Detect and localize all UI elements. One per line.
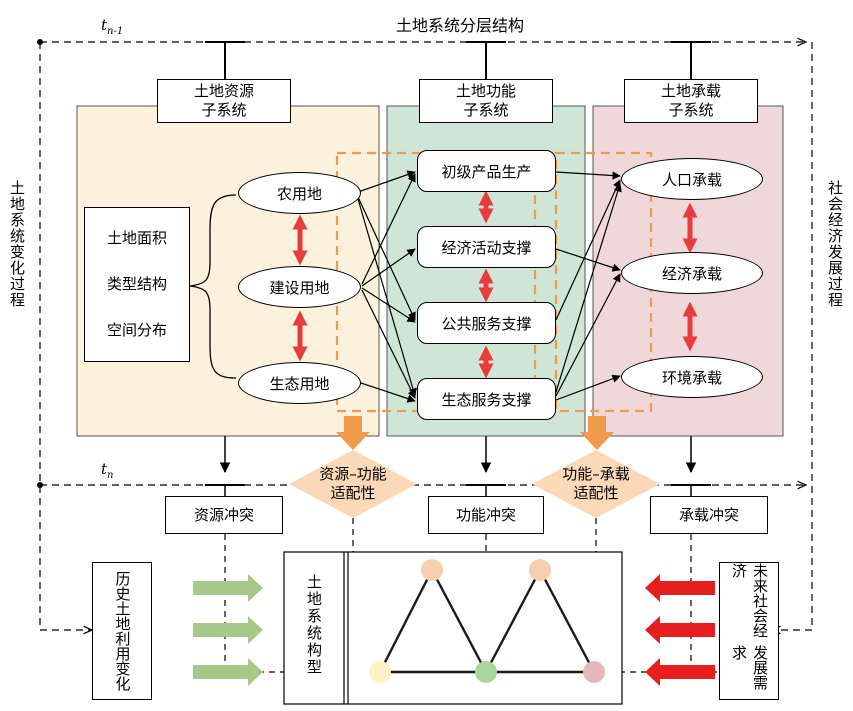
fc-adapt-line2: 适配性 bbox=[573, 484, 619, 502]
future-line1: 未来社会经济 bbox=[730, 563, 769, 638]
model-node-top-left bbox=[421, 559, 443, 581]
rf-orange-arrow bbox=[336, 416, 370, 450]
green-arrows bbox=[193, 574, 263, 686]
rf-adapt-line1: 资源–功能 bbox=[319, 465, 387, 483]
land-use-ecological: 生态用地 bbox=[238, 362, 361, 404]
model-label: 土地系统构型 bbox=[305, 574, 323, 676]
model-node-resource bbox=[369, 661, 391, 683]
time-label-curr: tn bbox=[101, 460, 113, 485]
time-label-prev-main: t bbox=[101, 16, 108, 34]
function-title-line2: 子系统 bbox=[463, 101, 509, 119]
fc-orange-arrow bbox=[580, 416, 614, 450]
land-use-agricultural: 农用地 bbox=[238, 172, 361, 214]
fc-adapt-frame bbox=[554, 151, 653, 413]
land-to-function-arrows bbox=[357, 170, 417, 403]
function-ecological-service: 生态服务支撑 bbox=[417, 378, 556, 420]
right-process-label: 社会经济发展过程 bbox=[826, 180, 844, 308]
function-primary-production: 初级产品生产 bbox=[417, 150, 556, 192]
diagram-title: 土地系统分层结构 bbox=[395, 16, 524, 35]
land-use-construction: 建设用地 bbox=[238, 266, 361, 308]
history-line2: 变化 bbox=[113, 661, 132, 691]
subsystem-connectors bbox=[205, 41, 711, 79]
fc-adapt-label: 功能–承载适配性 bbox=[546, 465, 646, 503]
model-node-top-right bbox=[529, 559, 551, 581]
carrying-population: 人口承载 bbox=[621, 158, 763, 200]
attribute-brace bbox=[189, 194, 237, 379]
carrying-subsystem-title: 土地承载子系统 bbox=[624, 79, 758, 123]
time-label-curr-sub: n bbox=[107, 470, 114, 481]
carrying-environment: 环境承载 bbox=[621, 356, 763, 398]
panel-down-arrows bbox=[205, 436, 711, 496]
conflict-resource: 资源冲突 bbox=[165, 496, 283, 534]
fc-adapt-diamond bbox=[532, 450, 660, 518]
resource-subsystem-title: 土地资源子系统 bbox=[157, 79, 291, 123]
red-double-arrows bbox=[292, 190, 698, 379]
rf-adapt-diamond bbox=[289, 450, 417, 518]
time-label-curr-main: t bbox=[101, 460, 108, 478]
resource-title-line1: 土地资源 bbox=[193, 82, 254, 100]
left-process-label: 土地系统变化过程 bbox=[8, 180, 26, 308]
carrying-economic: 经济承载 bbox=[621, 252, 763, 294]
history-line1: 历史土地利用 bbox=[113, 571, 132, 661]
model-node-function bbox=[475, 661, 497, 683]
function-economic-support: 经济活动支撑 bbox=[417, 226, 556, 268]
function-subsystem-title: 土地功能子系统 bbox=[419, 79, 553, 123]
rf-adapt-line2: 适配性 bbox=[330, 484, 376, 502]
conflict-carrying: 承载冲突 bbox=[650, 496, 768, 534]
conflict-function: 功能冲突 bbox=[428, 496, 544, 534]
time-dot-bottom bbox=[37, 482, 43, 488]
time-label-prev-sub: n-1 bbox=[107, 26, 124, 37]
function-title-line1: 土地功能 bbox=[455, 82, 516, 100]
carrying-title-line2: 子系统 bbox=[668, 101, 714, 119]
model-node-carrying bbox=[583, 661, 605, 683]
red-arrows bbox=[645, 574, 715, 686]
attribute-distribution: 空间分布 bbox=[106, 320, 167, 339]
resource-title-line2: 子系统 bbox=[201, 101, 247, 119]
attribute-box: 土地面积 类型结构 空间分布 bbox=[84, 207, 190, 362]
rf-adapt-label: 资源–功能适配性 bbox=[303, 465, 403, 503]
attribute-structure: 类型结构 bbox=[106, 274, 167, 293]
model-frame bbox=[283, 551, 623, 705]
future-line2: 发展需求 bbox=[730, 644, 769, 690]
history-land-use-box: 历史土地利用变化 bbox=[92, 562, 152, 700]
time-label-prev: tn-1 bbox=[101, 16, 123, 41]
function-public-service: 公共服务支撑 bbox=[417, 302, 556, 344]
fc-adapt-line1: 功能–承载 bbox=[562, 465, 630, 483]
attribute-area: 土地面积 bbox=[106, 229, 167, 248]
carrying-title-line1: 土地承载 bbox=[660, 82, 721, 100]
future-demand-box: 未来社会经济发展需求 bbox=[719, 562, 779, 700]
function-to-carrying-arrows bbox=[555, 171, 622, 401]
